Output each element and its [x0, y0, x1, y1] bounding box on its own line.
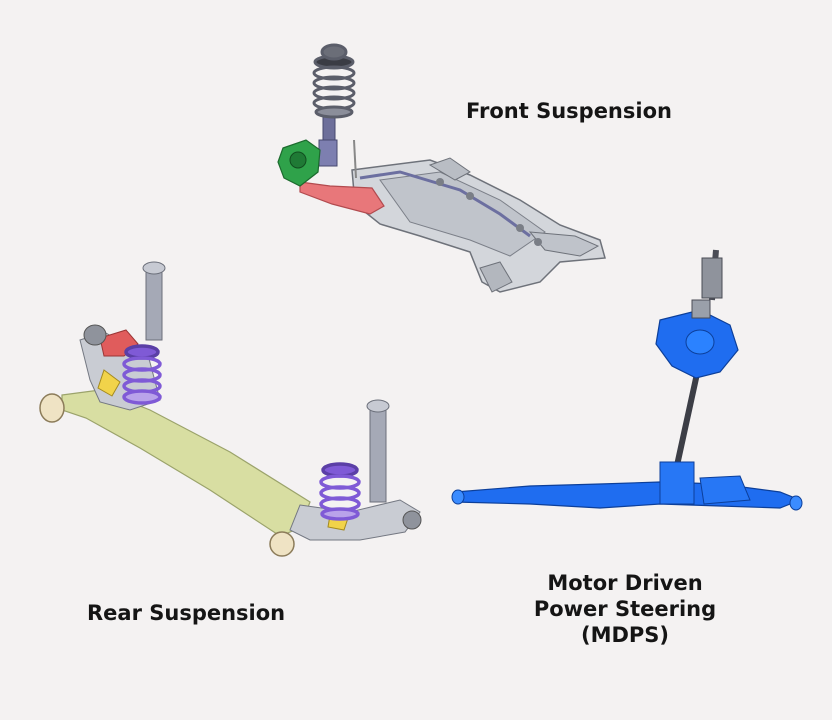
rear-suspension-label: Rear Suspension [87, 601, 286, 625]
front-knuckle [277, 139, 321, 187]
front-lower-control-arm [299, 181, 385, 215]
mdps-label-line-1: Motor Driven [547, 571, 703, 595]
mdps-label: Motor Driven Power Steering (MDPS) [525, 570, 725, 648]
rear-right-shock-absorber [366, 399, 390, 503]
mdps-label-line-2: Power Steering [533, 597, 717, 621]
rear-left-shock-absorber [142, 261, 166, 341]
rear-right-trailing-arm [269, 499, 422, 557]
front-subframe [351, 157, 606, 293]
steering-rack [451, 461, 803, 511]
front-strut [318, 114, 357, 179]
front-coil-spring [312, 43, 356, 119]
rear-torsion-beam [61, 389, 311, 537]
front-suspension-label: Front Suspension [466, 99, 672, 123]
mdps-label-line-3: (MDPS) [580, 623, 670, 647]
mdps-motor-housing [655, 299, 739, 379]
rear-right-coil-spring [319, 462, 361, 521]
rear-left-coil-spring [122, 344, 162, 405]
